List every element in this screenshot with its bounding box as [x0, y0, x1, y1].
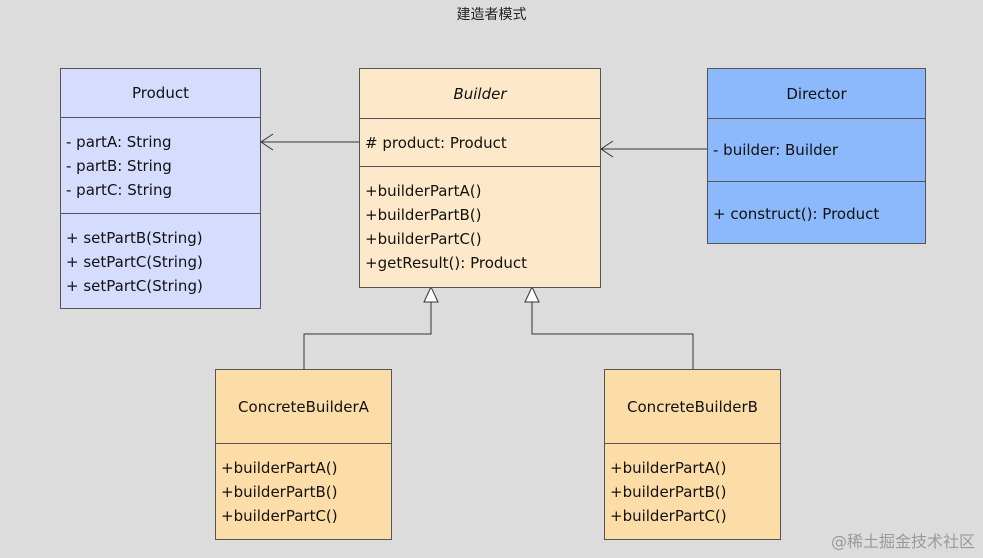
attribute: # product: Product [365, 134, 507, 152]
generalization-a-arrowhead [423, 285, 439, 303]
method: + setPartC(String) [66, 277, 203, 295]
method: +getResult(): Product [365, 254, 528, 272]
watermark: @稀土掘金技术社区 [830, 532, 975, 551]
method: + setPartB(String) [66, 229, 203, 247]
association-director-builder-arrowhead [600, 140, 614, 158]
class-builder-attributes: # product: Product [360, 119, 600, 167]
class-product-methods: + setPartB(String) + setPartC(String) + … [61, 214, 260, 298]
attribute: - partA: String [66, 133, 172, 151]
class-product-attributes: - partA: String - partB: String - partC:… [61, 118, 260, 214]
class-director-methods: + construct(): Product [708, 182, 925, 226]
attribute: - partC: String [66, 181, 173, 199]
class-concrete-builder-b[interactable]: ConcreteBuilderB +builderPartA() +builde… [604, 369, 781, 540]
class-concrete-builder-a-name: ConcreteBuilderA [216, 370, 391, 444]
method: +builderPartB() [221, 483, 338, 501]
class-concrete-builder-b-name: ConcreteBuilderB [605, 370, 780, 444]
method: +builderPartA() [610, 459, 727, 477]
attribute: - partB: String [66, 157, 172, 175]
method: +builderPartC() [610, 507, 727, 525]
class-builder[interactable]: Builder # product: Product +builderPartA… [359, 68, 601, 288]
class-product[interactable]: Product - partA: String - partB: String … [60, 68, 261, 309]
attribute: - builder: Builder [713, 141, 839, 159]
association-builder-product-arrowhead [260, 133, 274, 151]
class-concrete-builder-a-methods: +builderPartA() +builderPartB() +builder… [216, 444, 391, 528]
class-director-name: Director [708, 69, 925, 119]
method: +builderPartA() [365, 182, 482, 200]
class-concrete-builder-b-methods: +builderPartA() +builderPartB() +builder… [605, 444, 780, 528]
method: + setPartC(String) [66, 253, 203, 271]
method: + construct(): Product [713, 205, 880, 223]
class-director-attributes: - builder: Builder [708, 119, 925, 182]
generalization-b-line [531, 302, 694, 369]
method: +builderPartC() [221, 507, 338, 525]
method: +builderPartB() [610, 483, 727, 501]
class-builder-methods: +builderPartA() +builderPartB() +builder… [360, 167, 600, 275]
class-concrete-builder-a[interactable]: ConcreteBuilderA +builderPartA() +builde… [215, 369, 392, 540]
method: +builderPartC() [365, 230, 482, 248]
method: +builderPartB() [365, 206, 482, 224]
generalization-b-arrowhead [524, 285, 540, 303]
class-product-name: Product [61, 69, 260, 118]
class-builder-name: Builder [360, 69, 600, 119]
method: +builderPartA() [221, 459, 338, 477]
generalization-a-line [303, 302, 432, 369]
diagram-title: 建造者模式 [456, 7, 527, 23]
class-director[interactable]: Director - builder: Builder + construct(… [707, 68, 926, 244]
